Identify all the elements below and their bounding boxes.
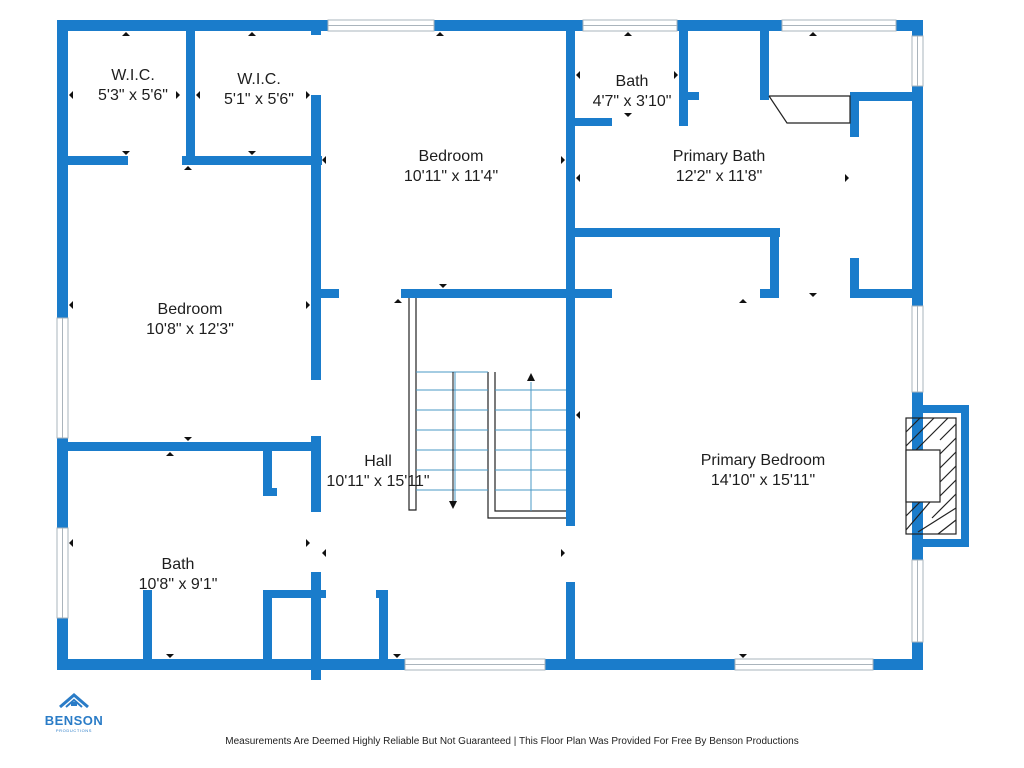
room-dimensions: 10'8" x 12'3"	[146, 321, 234, 338]
room-name: Primary Bath	[672, 148, 766, 165]
closet-top-wall	[263, 590, 387, 598]
room-dimensions: 12'2" x 11'8"	[675, 168, 763, 185]
shower-top-wall	[566, 228, 780, 237]
room-dimensions: 10'11" x 15'11"	[326, 473, 430, 490]
room-name: Hall	[364, 453, 392, 470]
closet-b-wall	[850, 92, 923, 101]
logo-subtitle: PRODUCTIONS	[55, 728, 93, 733]
door-gap	[311, 380, 321, 436]
bedroom-bath-wall	[57, 442, 321, 451]
stair-treads	[416, 371, 566, 511]
dimension-ticks	[69, 32, 849, 658]
bath-small-jamb	[679, 92, 699, 100]
room-dimensions: 5'3" x 5'6"	[98, 87, 168, 104]
room-name: Bedroom	[157, 301, 223, 318]
room-label-primary-bath: Primary Bath 12'2" x 11'8"	[673, 147, 765, 187]
stair-rail-center	[487, 372, 566, 519]
stair-rail-left	[408, 298, 417, 511]
logo-name: BENSON	[44, 713, 104, 728]
benson-logo: BENSON PRODUCTIONS	[38, 690, 110, 733]
room-dimensions: 4'7" x 3'10"	[592, 93, 672, 110]
bath-stub-wall	[263, 450, 272, 496]
room-name: Primary Bedroom	[700, 452, 826, 469]
stair-rail-center-inner	[494, 372, 566, 512]
primary-bath-bottom-wall	[760, 289, 779, 298]
footer-disclaimer: Measurements Are Deemed Highly Reliable …	[225, 736, 799, 747]
room-dimensions: 10'11" x 11'4"	[403, 168, 499, 185]
fireplace-firebox	[905, 449, 941, 503]
door-gap	[612, 118, 679, 126]
door-gap	[612, 289, 760, 298]
room-label-primary-bedroom: Primary Bedroom 14'10" x 15'11"	[701, 451, 825, 491]
floor-plan	[56, 19, 969, 680]
door-gap	[850, 137, 859, 258]
room-label-bedroom-left: Bedroom 10'8" x 12'3"	[146, 300, 234, 340]
room-label-bath-lower: Bath 10'8" x 9'1"	[139, 555, 218, 595]
left-partition-wall	[311, 20, 321, 450]
closet-right-wall	[379, 590, 388, 665]
door-gap	[128, 156, 182, 165]
closet-left-wall	[263, 590, 272, 665]
linen-vertical-wall	[850, 258, 859, 298]
room-label-wic-2: W.I.C. 5'1" x 5'6"	[224, 70, 294, 110]
chimney-wall-top	[912, 405, 969, 413]
door-gap	[311, 35, 321, 95]
wic-bottom-wall	[57, 156, 322, 165]
openings	[128, 35, 859, 598]
room-name: Bath	[615, 73, 649, 90]
wic-divider-wall	[186, 20, 195, 163]
room-dimensions: 10'8" x 9'1"	[138, 576, 218, 593]
room-label-bedroom-top: Bedroom 10'11" x 11'4"	[404, 147, 498, 187]
arrow-up-icon	[527, 373, 535, 381]
primary-bath-bottom-wall-2	[566, 289, 612, 298]
room-name: Bath	[161, 556, 195, 573]
tub-wall	[143, 590, 152, 665]
door-gap	[339, 289, 401, 298]
fireplace-hatch	[905, 417, 957, 535]
bath-stub-foot	[263, 488, 277, 496]
bath-small-right-wall	[679, 20, 688, 126]
bath-small-bottom-wall	[566, 118, 612, 126]
room-dimensions: 14'10" x 15'11"	[710, 472, 816, 489]
closet-c-wall	[850, 92, 859, 137]
closet-shelf	[768, 95, 851, 124]
room-name: W.I.C.	[111, 67, 155, 84]
chimney-wall-bottom	[912, 539, 969, 547]
room-dimensions: 5'1" x 5'6"	[224, 91, 294, 108]
room-label-wic-1: W.I.C. 5'3" x 5'6"	[98, 66, 168, 106]
house-roof-icon	[59, 693, 89, 709]
stair-arrows	[449, 372, 535, 509]
door-gap	[566, 526, 575, 582]
chimney-wall-right	[961, 405, 969, 547]
linen-wall	[850, 289, 923, 298]
shower-right-wall	[770, 228, 779, 298]
bedroom-top-bottom-wall	[311, 289, 611, 298]
room-name: Bedroom	[418, 148, 484, 165]
room-label-hall: Hall 10'11" x 15'11"	[326, 452, 429, 492]
closet-a-wall	[760, 20, 769, 100]
door-gap	[311, 512, 321, 572]
room-name: W.I.C.	[237, 71, 281, 88]
center-vertical-wall	[566, 20, 575, 670]
fixtures	[408, 95, 957, 535]
exterior-wall-top	[57, 20, 923, 31]
door-gap	[326, 590, 376, 598]
windows	[56, 19, 924, 671]
arrow-down-icon	[449, 501, 457, 509]
room-label-bath-small: Bath 4'7" x 3'10"	[593, 72, 672, 112]
